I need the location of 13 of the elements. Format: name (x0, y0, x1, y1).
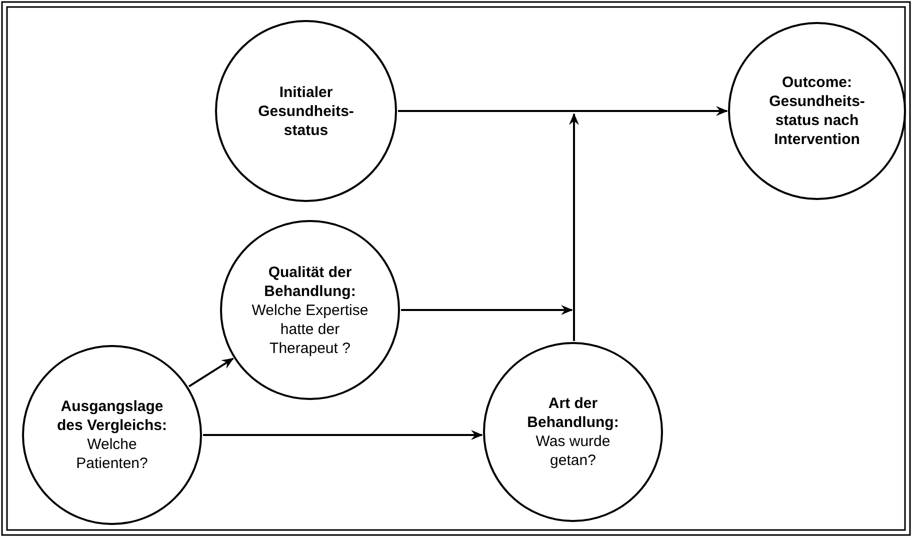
node-heading: Qualität der Behandlung: (263, 262, 357, 300)
node-text: Welche Patienten? (75, 435, 149, 473)
node-text: Welche Expertise hatte der Therapeut ? (250, 300, 370, 358)
arrow (569, 113, 579, 341)
arrow (401, 305, 573, 315)
arrow (188, 358, 234, 388)
node-heading: Ausgangslage des Vergleichs: (56, 397, 168, 435)
node-heading: Outcome: Gesundheits- status nach Intervention (768, 73, 866, 149)
node-text: Was wurde getan? (534, 432, 612, 470)
node-heading: Art der Behandlung: (526, 394, 620, 432)
arrow (203, 430, 483, 440)
arrow (398, 106, 728, 116)
node-heading: Initialer Gesundheits- status (257, 82, 355, 140)
